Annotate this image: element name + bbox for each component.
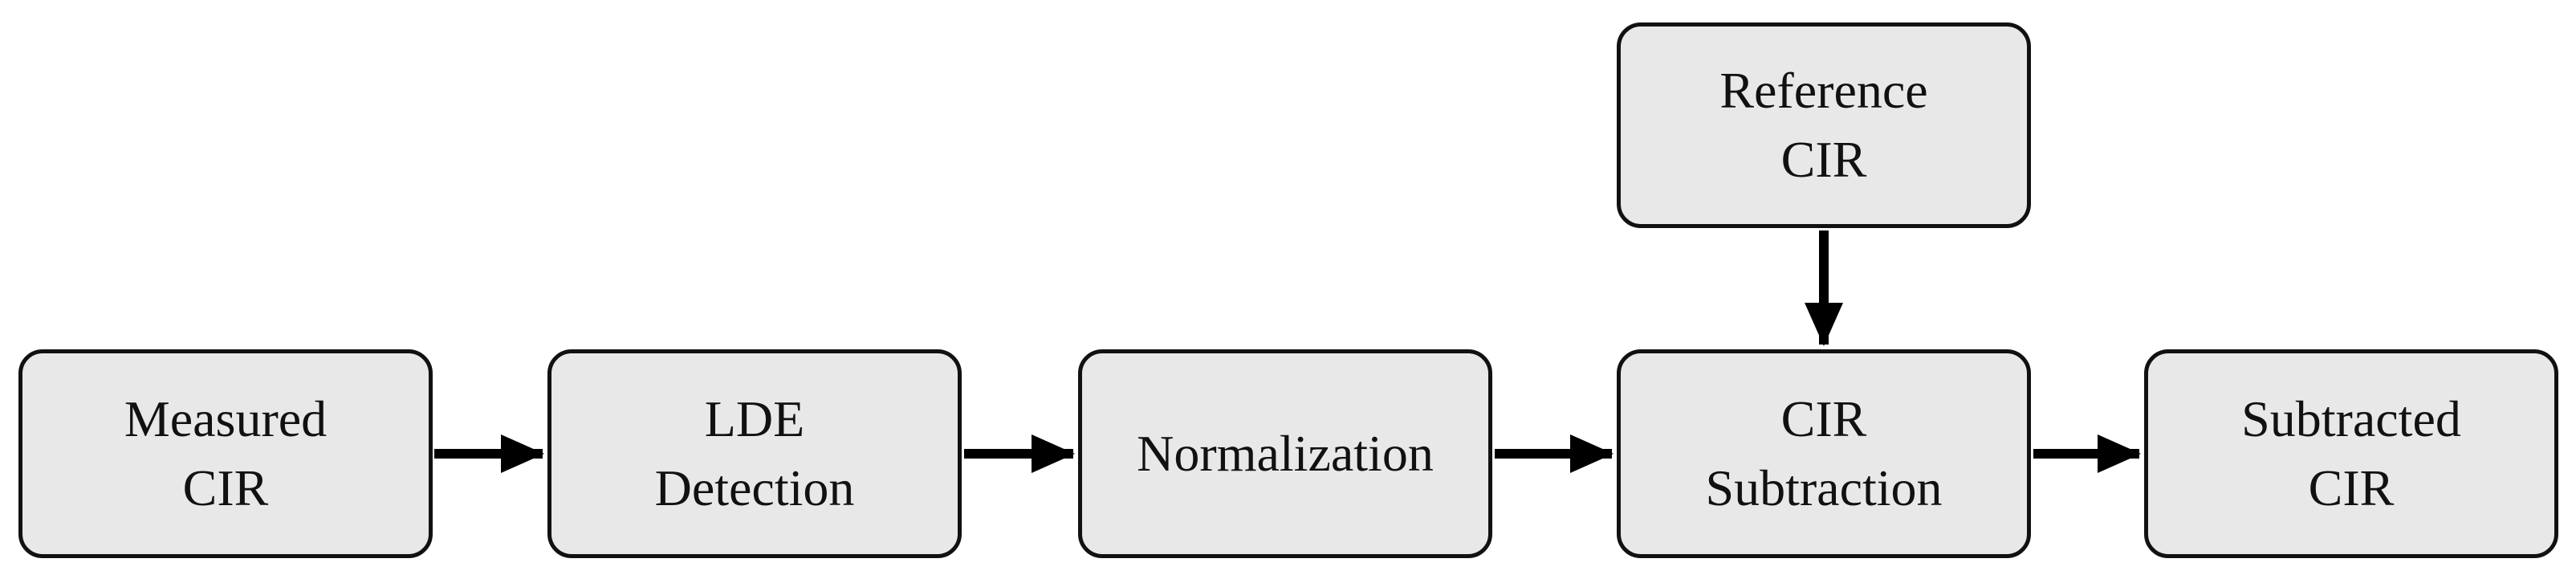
node-lde-detection: LDE Detection bbox=[547, 349, 962, 558]
node-reference-cir: Reference CIR bbox=[1617, 22, 2031, 228]
node-subtracted-cir: Subtracted CIR bbox=[2144, 349, 2558, 558]
node-measured-cir: Measured CIR bbox=[18, 349, 433, 558]
node-cir-subtraction: CIR Subtraction bbox=[1617, 349, 2031, 558]
node-normalization: Normalization bbox=[1078, 349, 1492, 558]
